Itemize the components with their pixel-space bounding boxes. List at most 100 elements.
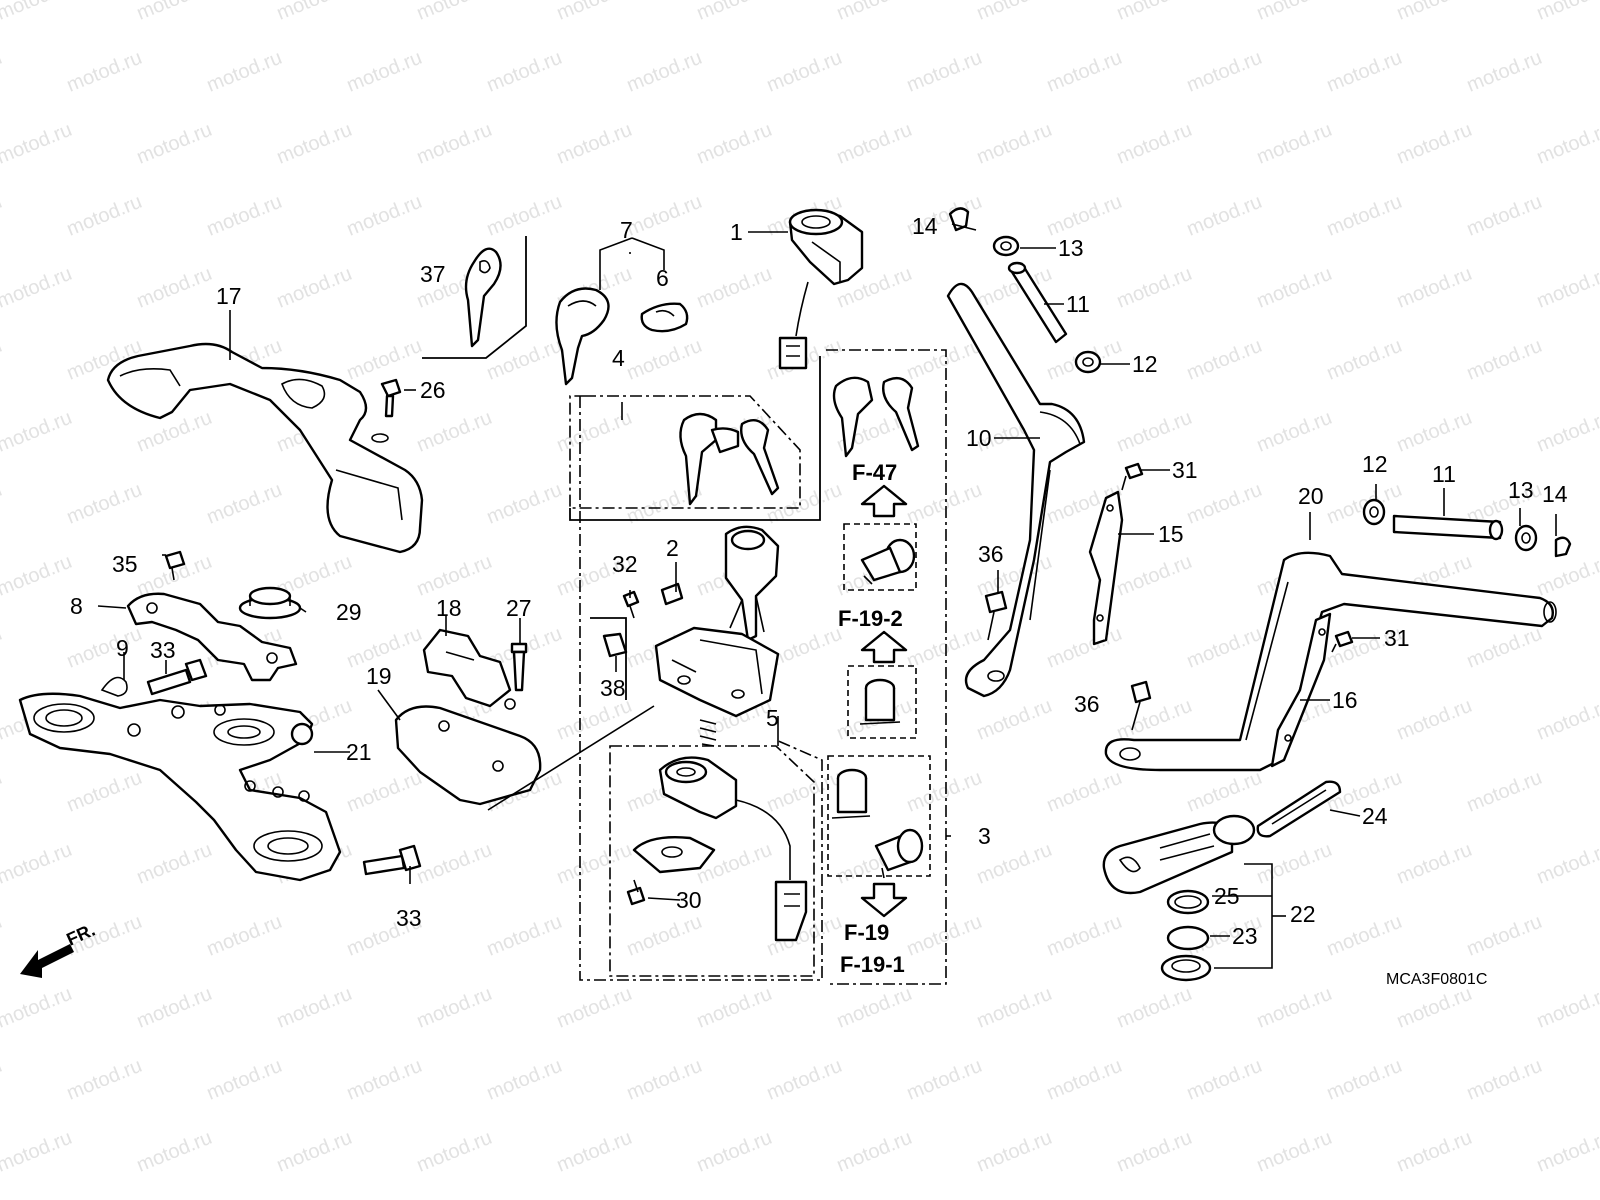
watermark-text: motod.ru	[694, 119, 775, 169]
box-f191-sub	[827, 755, 931, 877]
watermark-text: motod.ru	[1254, 407, 1335, 457]
callout-11-right: 11	[1432, 461, 1456, 487]
watermark-text: motod.ru	[1464, 191, 1545, 241]
watermark-text: motod.ru	[0, 263, 75, 313]
watermark-text: motod.ru	[1044, 191, 1125, 241]
watermark-text: motod.ru	[904, 47, 985, 97]
callout-38: 38	[600, 675, 626, 701]
part-15-rail	[1088, 490, 1124, 646]
watermark-text: motod.ru	[1114, 695, 1195, 745]
callout-13-top: 13	[1058, 235, 1084, 261]
lead-19-to-lock	[487, 705, 655, 811]
watermark-text: motod.ru	[1394, 119, 1475, 169]
box-5	[609, 745, 815, 977]
watermark-text: motod.ru	[624, 1055, 705, 1105]
section-refs: F-47 F-19-2 F-19 F-19-1	[838, 460, 905, 977]
watermark-text: motod.ru	[204, 191, 285, 241]
part-9-clip	[100, 676, 128, 697]
callout-11-top: 11	[1066, 291, 1090, 317]
callout-15: 15	[1158, 521, 1184, 547]
part-7-key	[555, 287, 610, 386]
part-30-screw	[626, 879, 646, 906]
watermark-text: motod.ru	[1044, 1055, 1125, 1105]
watermark-text: motod.ru	[1254, 119, 1335, 169]
watermark-text: motod.ru	[1394, 695, 1475, 745]
callout-17: 17	[216, 283, 242, 309]
ref-f19: F-19	[844, 920, 889, 945]
watermark-text: motod.ru	[484, 191, 565, 241]
watermark-text: motod.ru	[1114, 263, 1195, 313]
part-11-pin-right	[1392, 514, 1504, 541]
callout-14-top: 14	[912, 213, 938, 239]
callout-12-top: 12	[1132, 351, 1158, 377]
callout-36-right: 36	[1074, 691, 1100, 717]
watermark-text: motod.ru	[0, 479, 5, 529]
watermark-text: motod.ru	[554, 695, 635, 745]
watermark-text: motod.ru	[414, 119, 495, 169]
watermark-text: motod.ru	[344, 191, 425, 241]
callout-6: 6	[656, 265, 669, 291]
box-f19-sub	[847, 665, 917, 739]
watermark-text: motod.ru	[1324, 911, 1405, 961]
callout-25: 25	[1214, 883, 1240, 909]
watermark-text: motod.ru	[1114, 551, 1195, 601]
part-25-ring	[1166, 889, 1210, 915]
callout-21: 21	[346, 739, 372, 765]
watermark-text: motod.ru	[64, 623, 145, 673]
watermark-text: motod.ru	[694, 983, 775, 1033]
watermark-text: motod.ru	[414, 0, 495, 25]
watermark-text: motod.ru	[1464, 47, 1545, 97]
watermark-text: motod.ru	[1324, 335, 1405, 385]
watermark-text: motod.ru	[274, 263, 355, 313]
watermark-text: motod.ru	[1534, 0, 1600, 25]
watermark-text: motod.ru	[134, 119, 215, 169]
part-33-bolt-lower	[362, 844, 422, 876]
callout-33-lower: 33	[396, 905, 422, 931]
part-16-rail	[1270, 612, 1332, 768]
watermark-text: motod.ru	[554, 983, 635, 1033]
part-38-clip	[590, 617, 628, 700]
watermark-text: motod.ru	[1534, 551, 1600, 601]
callout-13-right: 13	[1508, 477, 1534, 503]
arrow-up-f192	[860, 630, 908, 664]
watermark-text: motod.ru	[904, 1055, 985, 1105]
callout-18: 18	[436, 595, 462, 621]
watermark-text: motod.ru	[204, 911, 285, 961]
part-33-bolt-upper	[146, 658, 208, 696]
watermark-text: motod.ru	[484, 479, 565, 529]
watermark-text: motod.ru	[1394, 263, 1475, 313]
callout-9: 9	[116, 635, 129, 661]
watermark-text: motod.ru	[554, 1127, 635, 1177]
watermark-text: motod.ru	[274, 0, 355, 25]
part-36-bolt-left	[984, 590, 1008, 641]
callout-1: 1	[730, 219, 743, 245]
watermark-text: motod.ru	[1534, 263, 1600, 313]
watermark-text: motod.ru	[1534, 119, 1600, 169]
watermark-text: motod.ru	[554, 119, 635, 169]
watermark-text: motod.ru	[1184, 479, 1265, 529]
arrow-up-f47	[860, 484, 908, 518]
watermark-text: motod.ru	[1184, 47, 1265, 97]
watermark-text: motod.ru	[0, 839, 75, 889]
watermark-text: motod.ru	[1394, 839, 1475, 889]
watermark-text: motod.ru	[1464, 767, 1545, 817]
callout-3: 3	[978, 823, 991, 849]
part-f192-cylinder	[860, 538, 916, 585]
watermark-text: motod.ru	[0, 47, 5, 97]
callout-31-right: 31	[1384, 625, 1410, 651]
part-spring	[699, 719, 717, 747]
box-4	[569, 395, 823, 981]
callout-2: 2	[666, 535, 679, 561]
watermark-text: motod.ru	[1114, 407, 1195, 457]
watermark-text: motod.ru	[0, 911, 5, 961]
watermark-text: motod.ru	[344, 767, 425, 817]
callout-labels: 1 2 3 4 5 6 7 8 9 10 11 11 12 12 13 13 1…	[70, 213, 1568, 949]
watermark-text: motod.ru	[484, 911, 565, 961]
box-f192-sub	[843, 523, 917, 591]
callout-37: 37	[420, 261, 446, 287]
part-f19-cylinder-c	[874, 828, 924, 879]
watermark-text: motod.ru	[694, 0, 775, 25]
watermark-text: motod.ru	[64, 1055, 145, 1105]
part-13-collar-right	[1514, 524, 1538, 552]
watermark-text: motod.ru	[64, 767, 145, 817]
